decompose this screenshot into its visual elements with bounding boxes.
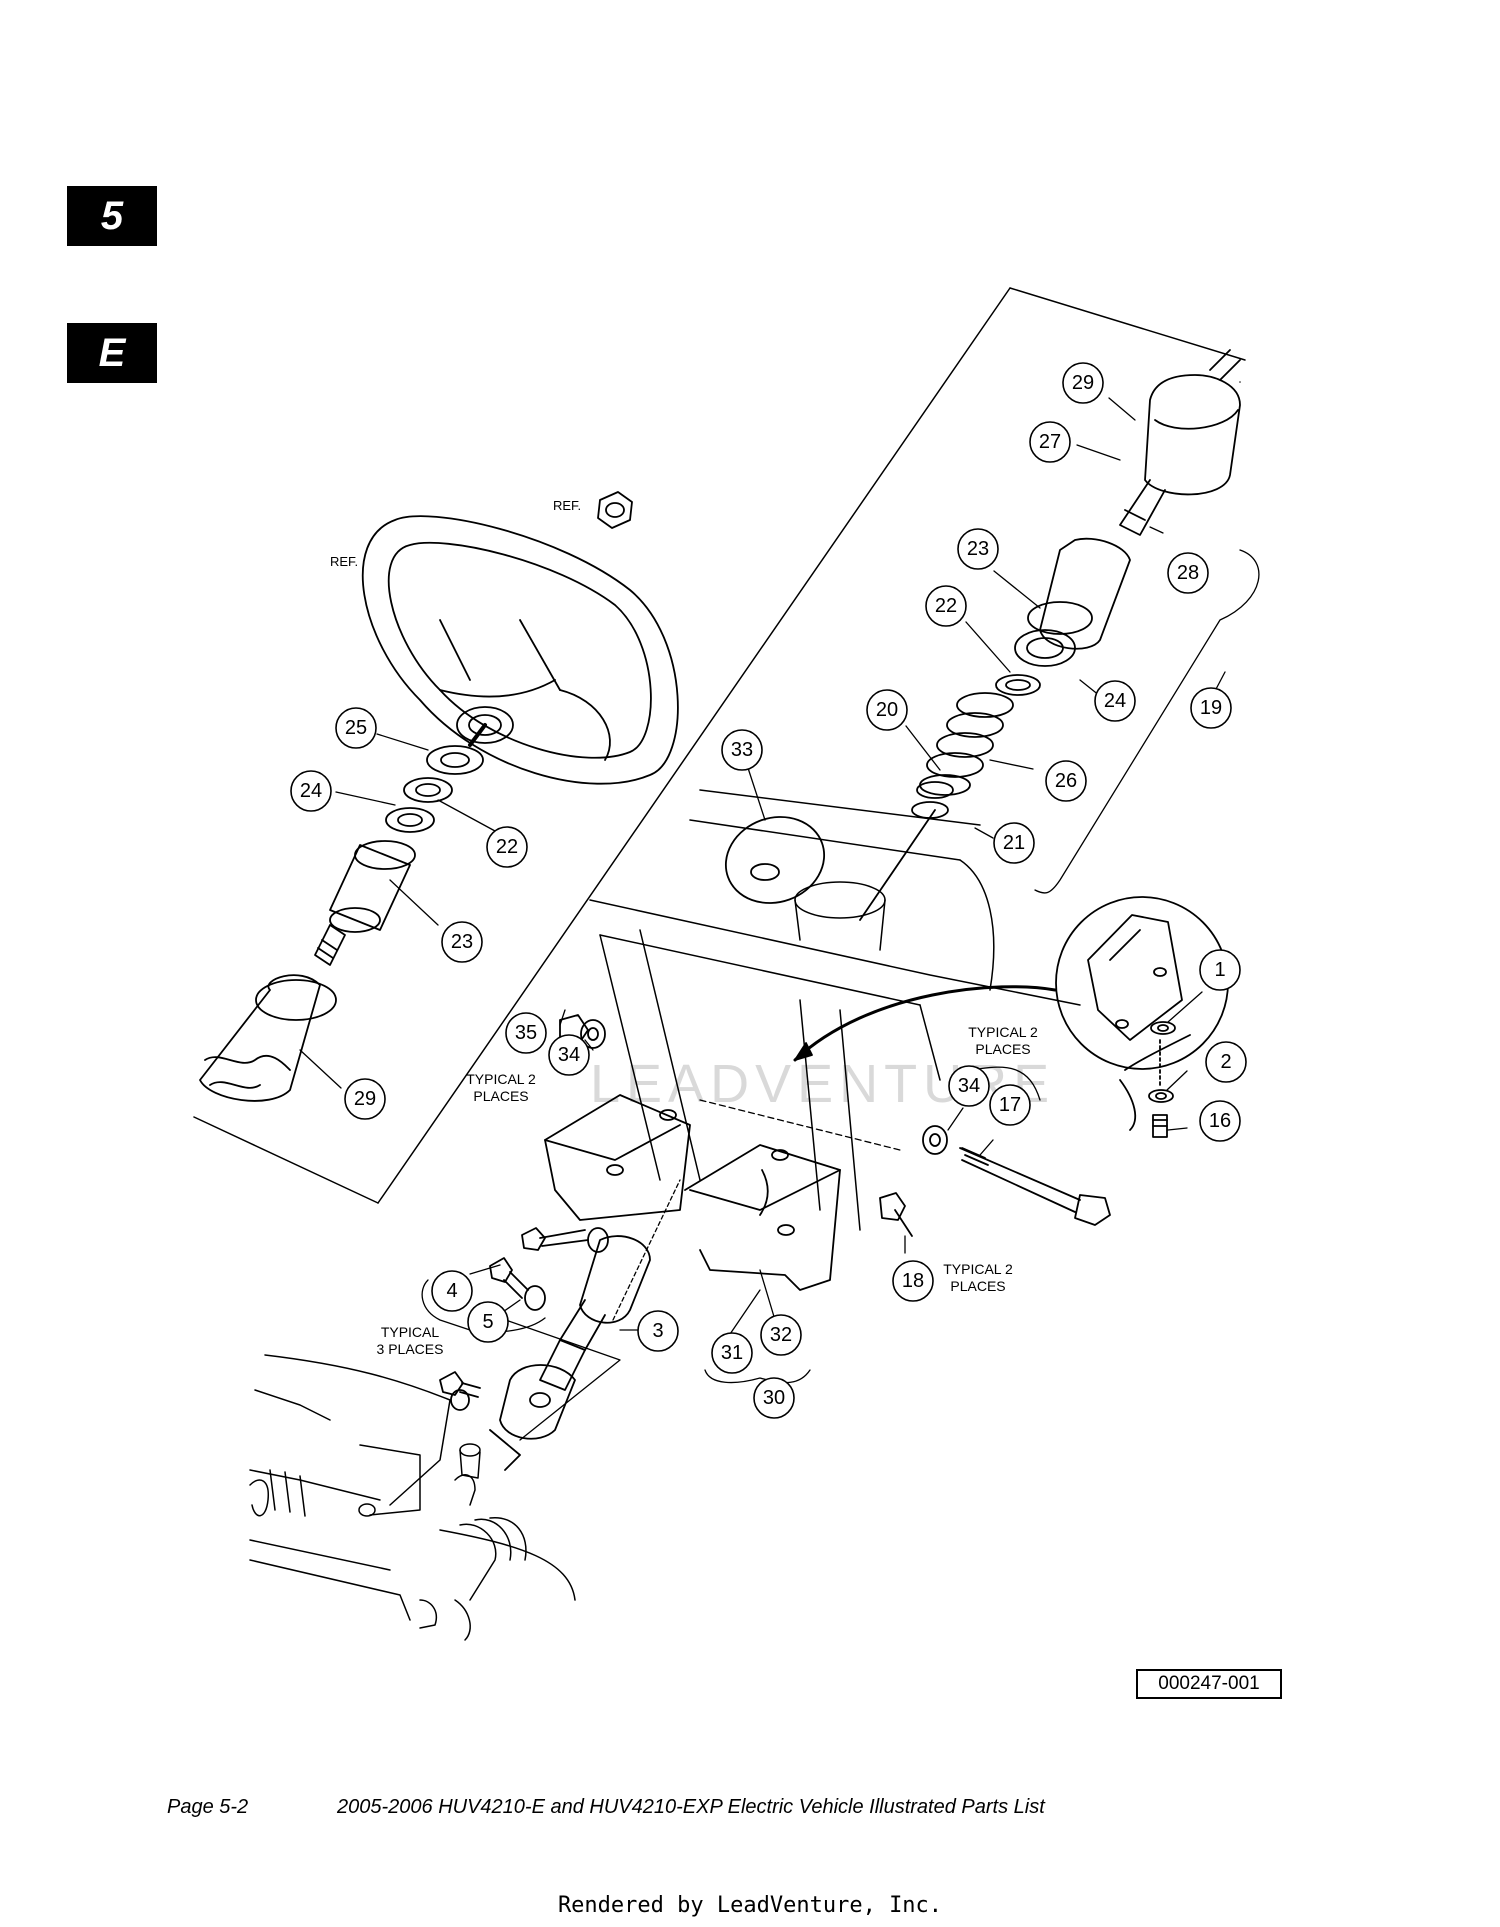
hardware [439,1014,1111,1411]
svg-text:21: 21 [1003,832,1025,854]
svg-text:29: 29 [1072,372,1094,394]
svg-text:19: 19 [1200,697,1222,719]
column-plate [724,816,826,904]
left-column-parts [199,745,484,1102]
callout-22-right: 22 [925,585,967,627]
ref-label-nut: REF. [553,498,581,513]
figure-number: 000247-001 [1136,1669,1282,1699]
svg-text:35: 35 [515,1022,537,1044]
section-tab-number: 5 [67,186,157,246]
callout-25: 25 [335,707,377,749]
right-column-parts [859,349,1241,921]
callout-17: 17 [989,1084,1031,1126]
ref-label-wheel: REF. [330,554,358,569]
svg-text:26: 26 [1055,770,1077,792]
svg-text:34: 34 [558,1044,580,1066]
svg-text:23: 23 [967,538,989,560]
svg-text:34: 34 [958,1075,980,1097]
callout-31: 31 [711,1332,753,1374]
column-boundary [193,287,1246,1204]
svg-text:22: 22 [496,836,518,858]
intermediate-shaft [489,1235,651,1471]
svg-text:24: 24 [300,780,322,802]
svg-text:24: 24 [1104,690,1126,712]
leader-lines [299,397,1211,1341]
svg-text:25: 25 [345,717,367,739]
callout-19: 19 [1190,687,1232,729]
callout-2: 2 [1205,1041,1247,1083]
page-footer: Page 5-2 2005-2006 HUV4210-E and HUV4210-… [167,1796,1045,1819]
callout-20: 20 [866,689,908,731]
rendered-by-credit: Rendered by LeadVenture, Inc. [557,1893,943,1918]
svg-text:1: 1 [1214,959,1225,981]
callout-30: 30 [753,1377,795,1419]
svg-text:33: 33 [731,739,753,761]
callout-4: 4 [431,1270,473,1312]
callout-21: 21 [993,822,1035,864]
svg-text:29: 29 [354,1088,376,1110]
svg-text:32: 32 [770,1324,792,1346]
callout-16: 16 [1199,1100,1241,1142]
svg-text:31: 31 [721,1342,743,1364]
steering-wheel [362,515,679,785]
callout-1: 1 [1199,949,1241,991]
callout-27: 27 [1029,421,1071,463]
callout-26: 26 [1045,760,1087,802]
svg-text:16: 16 [1209,1110,1231,1132]
callout-22-left: 22 [486,826,528,868]
callout-32: 32 [760,1314,802,1356]
callout-5: 5 [467,1301,509,1343]
callout-29-left: 29 [344,1078,386,1120]
svg-text:4: 4 [446,1280,457,1302]
callout-24-left: 24 [290,770,332,812]
document-title: 2005-2006 HUV4210-E and HUV4210-EXP Elec… [337,1796,1045,1818]
svg-text:27: 27 [1039,431,1061,453]
callout-28: 28 [1167,552,1209,594]
svg-text:17: 17 [999,1094,1021,1116]
svg-text:28: 28 [1177,562,1199,584]
page-number: Page 5-2 [167,1796,249,1818]
callout-34-right: 34 [948,1065,990,1107]
section-tab-letter: E [67,323,157,383]
wheel-shaft-link [468,723,487,747]
svg-text:30: 30 [763,1387,785,1409]
callout-23-right: 23 [957,528,999,570]
callout-3: 3 [637,1310,679,1352]
svg-text:23: 23 [451,931,473,953]
callout-35: 35 [505,1012,547,1054]
steering-gear [249,1354,576,1641]
svg-text:18: 18 [902,1270,924,1292]
brackets [544,1094,841,1291]
callout-33: 33 [721,729,763,771]
callout-23-left: 23 [441,921,483,963]
frame-structure [589,789,1081,1231]
hub-nut [597,491,633,529]
callout-24-right: 24 [1094,680,1136,722]
svg-text:5: 5 [482,1311,493,1333]
callout-29-top: 29 [1062,362,1104,404]
svg-text:20: 20 [876,699,898,721]
callout-34-left: 34 [548,1034,590,1076]
svg-text:2: 2 [1220,1051,1231,1073]
svg-text:22: 22 [935,595,957,617]
callout-18: 18 [892,1260,934,1302]
svg-text:3: 3 [652,1320,663,1342]
